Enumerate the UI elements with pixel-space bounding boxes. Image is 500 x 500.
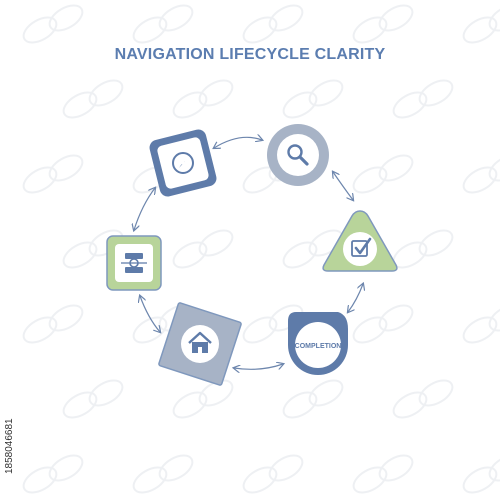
cycle-arrow bbox=[234, 364, 283, 369]
watermark-layer bbox=[22, 4, 500, 494]
compass-icon bbox=[172, 152, 194, 174]
stock-id: 1858046681 bbox=[4, 418, 15, 474]
cycle-arrow bbox=[134, 188, 155, 230]
transfer-icon bbox=[121, 253, 147, 273]
completion-label: COMPLETION bbox=[295, 343, 342, 350]
completion-node: COMPLETION bbox=[288, 312, 348, 375]
magnifier-icon bbox=[287, 144, 309, 166]
cycle-arrow bbox=[214, 137, 262, 148]
home-node bbox=[158, 302, 242, 386]
house-icon bbox=[188, 331, 212, 353]
compass-node bbox=[149, 129, 217, 197]
cycle-arrow bbox=[348, 284, 363, 312]
cycle-arrow bbox=[333, 172, 353, 200]
checkbox-check-icon bbox=[351, 237, 372, 257]
cycle-arrow bbox=[140, 296, 160, 332]
check-node bbox=[322, 210, 398, 272]
search-node bbox=[267, 124, 329, 186]
transfer-node bbox=[106, 235, 162, 291]
page-title: NAVIGATION LIFECYCLE CLARITY bbox=[114, 46, 386, 63]
